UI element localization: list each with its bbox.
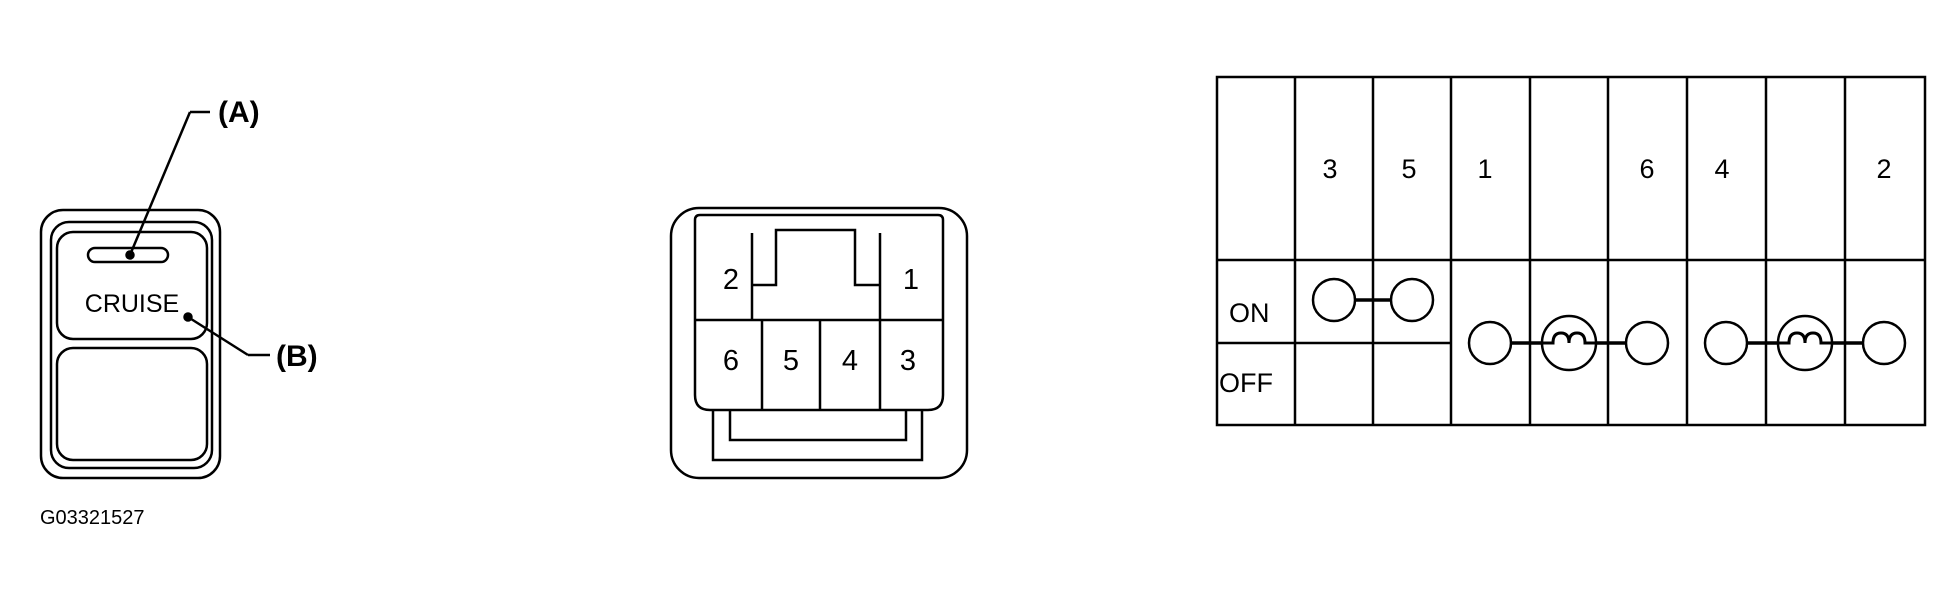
on-continuity xyxy=(1311,277,1435,323)
pin-label: 1 xyxy=(903,264,919,296)
terminal-circle xyxy=(1311,277,1357,323)
connector xyxy=(669,206,969,480)
table-border xyxy=(1215,75,1927,427)
cruise-button[interactable] xyxy=(55,230,209,341)
connector-key xyxy=(752,228,880,287)
terminal-header: 1 xyxy=(1477,154,1492,184)
bulb-circuit-1-6 xyxy=(1467,314,1670,372)
pin-label: 2 xyxy=(723,264,739,296)
callout-b-dot xyxy=(183,312,193,322)
continuity-table xyxy=(1215,75,1927,427)
switch-housing-inner xyxy=(49,220,214,470)
terminal-header: 6 xyxy=(1639,154,1654,184)
switch-housing-outer xyxy=(39,208,222,480)
indicator-light-slot xyxy=(86,246,170,264)
terminal-circle xyxy=(1861,320,1907,366)
terminal-circle xyxy=(1703,320,1749,366)
terminal-header: 2 xyxy=(1876,154,1891,184)
pin-label: 3 xyxy=(900,345,916,377)
callout-b-leader xyxy=(187,315,249,357)
connector-shell-inner xyxy=(693,213,945,412)
terminal-header: 4 xyxy=(1714,154,1729,184)
pin-label: 6 xyxy=(723,345,739,377)
cruise-switch xyxy=(39,110,270,480)
terminal-header: 3 xyxy=(1322,154,1337,184)
terminal-header: 5 xyxy=(1401,154,1416,184)
callout-b-label: (B) xyxy=(276,340,318,373)
connector-lock-outer xyxy=(711,410,924,462)
terminal-circle xyxy=(1624,320,1670,366)
connector-shell-outer xyxy=(669,206,969,480)
callout-a-label: (A) xyxy=(218,96,260,129)
terminal-circle xyxy=(1389,277,1435,323)
pin-label: 4 xyxy=(842,345,858,377)
figure-code: G03321527 xyxy=(40,507,145,529)
row-label-off: OFF xyxy=(1219,368,1273,398)
row-label-on: ON xyxy=(1229,298,1270,328)
pin-label: 5 xyxy=(783,345,799,377)
callout-a-dot xyxy=(125,250,135,260)
connector-lock-inner xyxy=(728,410,908,442)
callout-a-leader xyxy=(128,111,192,256)
bulb-circuit-4-2 xyxy=(1703,314,1907,372)
button-text: CRUISE xyxy=(85,290,179,318)
terminal-circle xyxy=(1467,320,1513,366)
lower-button[interactable] xyxy=(55,346,209,462)
